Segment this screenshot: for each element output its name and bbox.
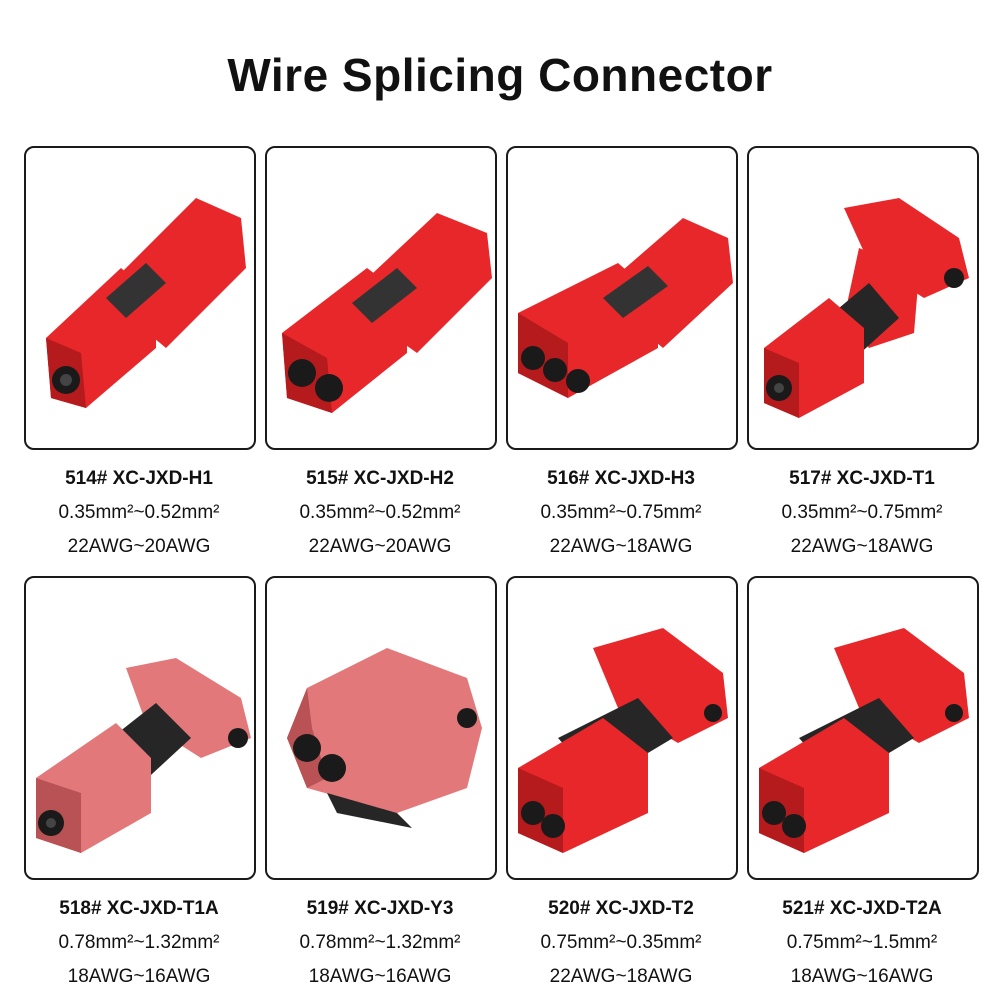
model-label: 514# XC-JXD-H1 bbox=[65, 468, 213, 489]
awg-spec: 22AWG~18AWG bbox=[549, 536, 693, 557]
awg-spec: 18AWG~16AWG bbox=[67, 966, 211, 987]
connector-inline-1-image bbox=[46, 198, 246, 408]
connector-tee-1-image bbox=[36, 658, 251, 853]
product-image-frame bbox=[265, 576, 497, 880]
product-image-frame bbox=[747, 146, 979, 450]
model-label: 516# XC-JXD-H3 bbox=[547, 468, 695, 489]
product-image-frame bbox=[24, 146, 256, 450]
connector-tee-2-image bbox=[759, 628, 969, 853]
model-label: 519# XC-JXD-Y3 bbox=[306, 898, 454, 919]
product-card-514[interactable]: 514# XC-JXD-H1 0.35mm²~0.52mm² 22AWG~20A… bbox=[24, 146, 256, 558]
product-card-519[interactable]: 519# XC-JXD-Y3 0.78mm²~1.32mm² 18AWG~16A… bbox=[265, 576, 497, 988]
awg-spec: 18AWG~16AWG bbox=[790, 966, 934, 987]
product-card-515[interactable]: 515# XC-JXD-H2 0.35mm²~0.52mm² 22AWG~20A… bbox=[265, 146, 497, 558]
cross-section-spec: 0.35mm²~0.75mm² bbox=[781, 502, 943, 523]
product-image-frame bbox=[24, 576, 256, 880]
product-card-516[interactable]: 516# XC-JXD-H3 0.35mm²~0.75mm² 22AWG~18A… bbox=[506, 146, 738, 558]
cross-section-spec: 0.35mm²~0.52mm² bbox=[299, 502, 461, 523]
awg-spec: 22AWG~18AWG bbox=[790, 536, 934, 557]
product-card-521[interactable]: 521# XC-JXD-T2A 0.75mm²~1.5mm² 18AWG~16A… bbox=[747, 576, 979, 988]
model-label: 517# XC-JXD-T1 bbox=[789, 468, 935, 489]
product-image-frame bbox=[265, 146, 497, 450]
cross-section-spec: 0.35mm²~0.75mm² bbox=[540, 502, 702, 523]
connector-tee-2-image bbox=[518, 628, 728, 853]
connector-tee-1-image bbox=[764, 198, 969, 418]
awg-spec: 22AWG~20AWG bbox=[67, 536, 211, 557]
product-image-frame bbox=[506, 576, 738, 880]
product-image-frame bbox=[506, 146, 738, 450]
cross-section-spec: 0.78mm²~1.32mm² bbox=[58, 932, 220, 953]
product-image-frame bbox=[747, 576, 979, 880]
product-card-517[interactable]: 517# XC-JXD-T1 0.35mm²~0.75mm² 22AWG~18A… bbox=[747, 146, 979, 558]
cross-section-spec: 0.78mm²~1.32mm² bbox=[299, 932, 461, 953]
cross-section-spec: 0.75mm²~0.35mm² bbox=[540, 932, 702, 953]
connector-y-2-image bbox=[287, 648, 482, 828]
product-card-520[interactable]: 520# XC-JXD-T2 0.75mm²~0.35mm² 22AWG~18A… bbox=[506, 576, 738, 988]
product-card-518[interactable]: 518# XC-JXD-T1A 0.78mm²~1.32mm² 18AWG~16… bbox=[24, 576, 256, 988]
connector-inline-2-image bbox=[282, 213, 492, 413]
awg-spec: 18AWG~16AWG bbox=[308, 966, 452, 987]
page-title: Wire Splicing Connector bbox=[227, 49, 773, 101]
cross-section-spec: 0.35mm²~0.52mm² bbox=[58, 502, 220, 523]
awg-spec: 22AWG~20AWG bbox=[308, 536, 452, 557]
connector-inline-3-image bbox=[518, 218, 733, 398]
awg-spec: 22AWG~18AWG bbox=[549, 966, 693, 987]
model-label: 520# XC-JXD-T2 bbox=[548, 898, 694, 919]
cross-section-spec: 0.75mm²~1.5mm² bbox=[786, 932, 938, 953]
model-label: 515# XC-JXD-H2 bbox=[306, 468, 454, 489]
model-label: 521# XC-JXD-T2A bbox=[782, 898, 942, 919]
model-label: 518# XC-JXD-T1A bbox=[59, 898, 219, 919]
